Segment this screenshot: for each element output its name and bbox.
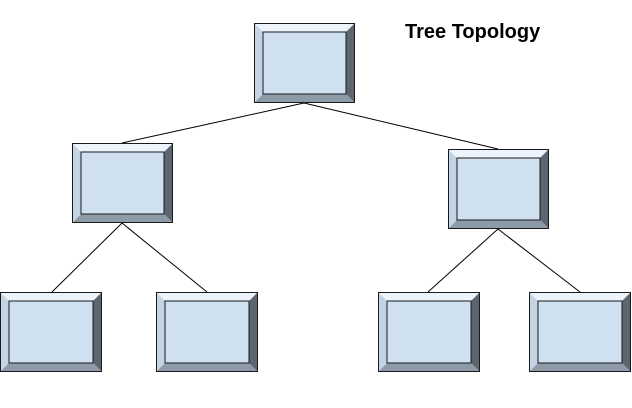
node-right-leaf-1 <box>378 292 480 372</box>
node-bevel-right <box>164 143 173 223</box>
node-outline <box>448 149 549 229</box>
node-bevel-top <box>72 143 173 152</box>
node-bevel-bottom <box>448 220 549 229</box>
node-face <box>8 300 94 364</box>
node-bevel-left <box>0 292 9 372</box>
node-face <box>80 151 165 215</box>
nodes-layer <box>0 23 631 372</box>
node-bevel-left <box>529 292 538 372</box>
node-bevel-top <box>254 23 355 32</box>
node-bevel-top <box>529 292 631 301</box>
node-bevel-left <box>72 143 81 223</box>
node-face <box>537 300 623 364</box>
node-bevel-bottom <box>254 94 355 103</box>
node-outline <box>156 292 258 372</box>
link-left-hub-to-left-leaf-1 <box>51 222 123 293</box>
node-bevel-left <box>448 149 457 229</box>
node-outline <box>378 292 480 372</box>
node-bevel-right <box>249 292 258 372</box>
node-bevel-bottom <box>378 363 480 372</box>
node-bevel-bottom <box>0 363 102 372</box>
node-bevel-left <box>156 292 165 372</box>
node-face <box>164 300 250 364</box>
node-bevel-right <box>622 292 631 372</box>
node-bevel-top <box>156 292 258 301</box>
node-face <box>456 157 541 221</box>
node-bevel-top <box>0 292 102 301</box>
node-right-leaf-2 <box>529 292 631 372</box>
node-bevel-left <box>254 23 263 103</box>
node-face <box>262 31 347 95</box>
link-left-hub-to-left-leaf-2 <box>121 222 208 293</box>
node-outline <box>254 23 355 103</box>
link-root-to-left-hub <box>121 102 305 144</box>
node-bevel-right <box>540 149 549 229</box>
node-face <box>386 300 472 364</box>
link-right-hub-to-right-leaf-1 <box>427 228 499 293</box>
link-right-hub-to-right-leaf-2 <box>497 228 581 293</box>
node-left-leaf-1 <box>0 292 102 372</box>
node-bevel-top <box>448 149 549 158</box>
node-bevel-bottom <box>72 214 173 223</box>
node-left-leaf-2 <box>156 292 258 372</box>
node-right-hub <box>448 149 549 229</box>
node-bevel-top <box>378 292 480 301</box>
node-bevel-right <box>93 292 102 372</box>
node-bevel-bottom <box>529 363 631 372</box>
node-outline <box>72 143 173 223</box>
node-bevel-right <box>471 292 480 372</box>
node-left-hub <box>72 143 173 223</box>
node-root <box>254 23 355 103</box>
node-outline <box>529 292 631 372</box>
link-root-to-right-hub <box>303 102 499 150</box>
diagram-title: Tree Topology <box>405 21 541 43</box>
node-bevel-left <box>378 292 387 372</box>
node-outline <box>0 292 102 372</box>
node-bevel-right <box>346 23 355 103</box>
node-bevel-bottom <box>156 363 258 372</box>
links-layer <box>51 102 581 293</box>
